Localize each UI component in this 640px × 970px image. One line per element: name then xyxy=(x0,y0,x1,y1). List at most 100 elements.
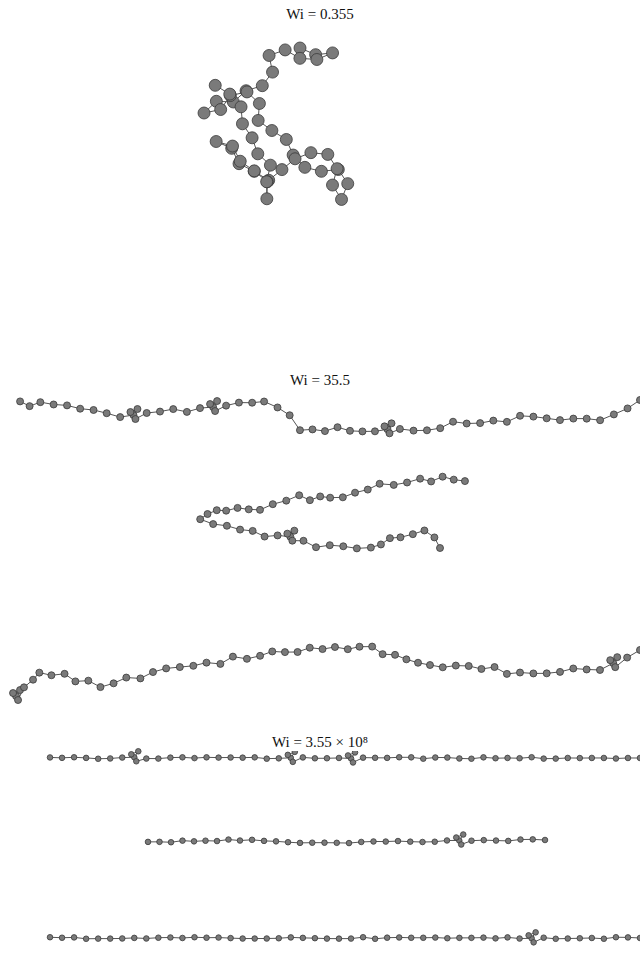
bead xyxy=(346,427,353,434)
bead xyxy=(461,478,468,485)
bead xyxy=(289,153,301,165)
bead xyxy=(157,408,164,415)
bead xyxy=(248,165,260,177)
bead xyxy=(252,148,264,160)
bead xyxy=(50,401,57,408)
bead xyxy=(236,118,248,130)
bead xyxy=(386,430,393,437)
bead xyxy=(637,647,640,654)
bead xyxy=(240,936,246,942)
bead xyxy=(264,756,270,762)
bead xyxy=(257,506,264,513)
bead xyxy=(137,675,144,682)
bead xyxy=(390,481,397,488)
bead xyxy=(432,839,438,845)
extended-chain xyxy=(47,748,640,765)
bead xyxy=(274,404,281,411)
bead xyxy=(85,677,92,684)
bead xyxy=(367,544,374,551)
bead xyxy=(283,497,290,504)
bead xyxy=(477,420,484,427)
bead xyxy=(217,660,224,667)
bead xyxy=(305,147,317,159)
bead xyxy=(276,935,282,941)
weissenberg-label: Wi = 3.55 × 10⁸ xyxy=(270,734,370,751)
bead xyxy=(170,406,177,413)
bead xyxy=(490,417,497,424)
bead xyxy=(107,756,113,762)
bead xyxy=(127,409,134,416)
bead xyxy=(379,651,386,658)
bead xyxy=(103,410,110,417)
bead xyxy=(530,670,537,677)
bead xyxy=(517,412,524,419)
bead xyxy=(543,670,550,677)
bead xyxy=(565,755,571,761)
bead xyxy=(437,545,444,552)
bead xyxy=(97,684,104,691)
bead xyxy=(589,935,595,941)
bead xyxy=(565,936,571,942)
bead xyxy=(313,544,320,551)
bead xyxy=(433,935,439,941)
bead xyxy=(322,148,334,160)
bead xyxy=(47,755,53,761)
bead xyxy=(180,935,186,941)
bead xyxy=(223,507,230,514)
bead xyxy=(235,101,247,113)
bead xyxy=(556,417,563,424)
bead xyxy=(149,669,156,676)
bead xyxy=(396,935,402,941)
bead xyxy=(517,669,524,676)
bead xyxy=(319,646,326,653)
bead xyxy=(531,940,537,946)
bead xyxy=(210,521,217,528)
bead xyxy=(229,653,236,660)
bead xyxy=(83,936,89,942)
bead xyxy=(216,755,222,761)
bead xyxy=(384,935,390,941)
bead xyxy=(327,47,339,59)
bead xyxy=(597,417,604,424)
stretched-chain xyxy=(10,643,640,703)
bead xyxy=(396,754,402,760)
coiled-chain xyxy=(198,42,354,205)
bead xyxy=(61,670,68,677)
bead xyxy=(253,97,265,109)
bead xyxy=(157,839,163,845)
bead xyxy=(321,428,328,435)
bead xyxy=(123,674,130,681)
bead xyxy=(276,756,282,762)
bead xyxy=(285,752,291,758)
bead xyxy=(395,838,401,844)
bead xyxy=(439,473,446,480)
bead xyxy=(203,659,210,666)
bead xyxy=(223,522,230,529)
bead xyxy=(505,838,511,844)
bead xyxy=(227,140,239,152)
bead xyxy=(249,837,255,843)
bead xyxy=(192,755,198,761)
bead xyxy=(198,107,210,119)
bead xyxy=(213,507,220,514)
stretched-chain xyxy=(197,473,469,552)
bead xyxy=(372,755,378,761)
bead xyxy=(481,837,487,843)
bead xyxy=(381,423,388,430)
bead xyxy=(215,104,227,116)
bead xyxy=(228,935,234,941)
bead xyxy=(290,759,296,765)
bead xyxy=(327,179,339,191)
bead xyxy=(117,414,124,421)
bead xyxy=(445,935,451,941)
bead xyxy=(417,475,424,482)
bead xyxy=(144,936,150,942)
bead xyxy=(342,178,354,190)
bead xyxy=(261,838,267,844)
bead xyxy=(327,494,334,501)
bead xyxy=(273,839,279,845)
bead xyxy=(224,88,236,100)
stretched-chain xyxy=(17,397,640,437)
bead xyxy=(331,163,343,175)
